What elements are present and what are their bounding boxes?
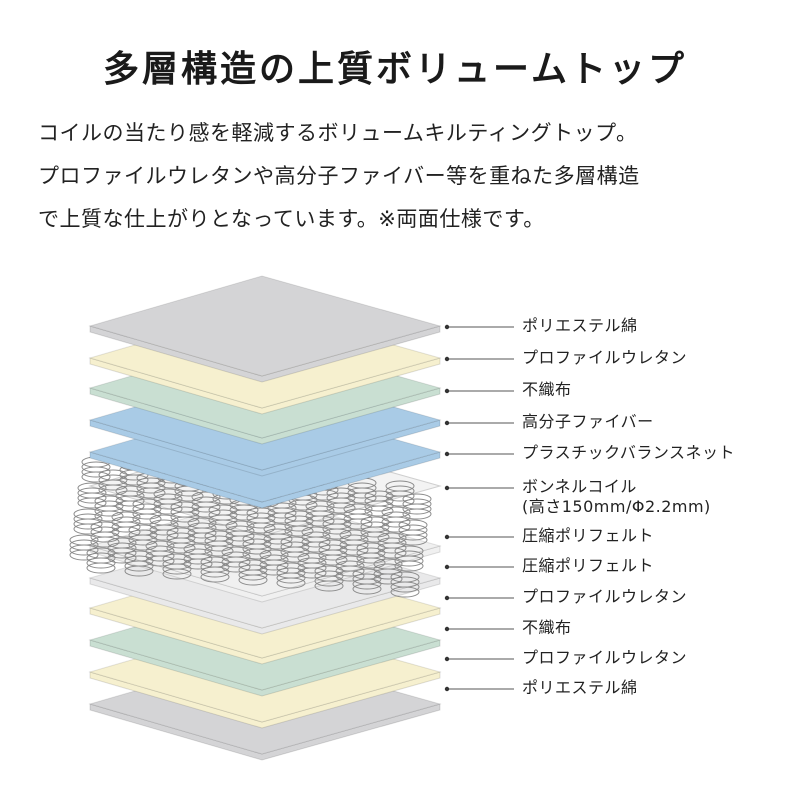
leader-balance-net [444,451,514,457]
page-title: 多層構造の上質ボリュームトップ [103,49,687,90]
leader-polyester-top [444,324,514,330]
layer-label-bonnell-coil-spec: (高さ150mm/Φ2.2mm) [522,497,711,516]
leader-lines [444,324,514,692]
layer-label-bonnell-coil: ボンネルコイル (高さ150mm/Φ2.2mm) [522,477,711,517]
layer-polyester-top [88,275,442,383]
leader-profile-urethane-2 [444,595,514,601]
leader-bonnell-coil [444,485,514,491]
description-line: コイルの当たり感を軽減するボリュームキルティングトップ。 [38,121,638,145]
layer-label-polyester-bottom: ポリエステル綿 [522,678,638,697]
description-line: で上質な仕上がりとなっています。※両面仕様です。 [38,207,545,231]
description-line: プロファイルウレタンや高分子ファイバー等を重ねた多層構造 [38,164,640,188]
layer-label-profile-urethane-3: プロファイルウレタン [522,648,688,667]
leader-profile-urethane-1 [444,356,514,362]
leader-nonwoven-1 [444,388,514,394]
leader-polyester-bottom [444,686,514,692]
layer-label-polymer-fiber: 高分子ファイバー [522,412,654,431]
leader-nonwoven-2 [444,626,514,632]
layer-label-polyester-top: ポリエステル綿 [522,316,638,335]
layer-label-nonwoven-1: 不織布 [522,380,572,399]
leader-profile-urethane-3 [444,656,514,662]
description: コイルの当たり感を軽減するボリュームキルティングトップ。 プロファイルウレタンや… [38,112,758,241]
layer-label-profile-urethane-2: プロファイルウレタン [522,587,688,606]
layer-label-profile-urethane-1: プロファイルウレタン [522,348,688,367]
layer-label-felt-2: 圧縮ポリフェルト [522,556,655,575]
leader-felt-2 [444,564,514,570]
layer-label-felt-1: 圧縮ポリフェルト [522,526,655,545]
layer-label-bonnell-coil-name: ボンネルコイル [522,477,637,496]
layer-label-nonwoven-2: 不織布 [522,618,572,637]
leader-felt-1 [444,534,514,540]
layer-stack [69,275,442,761]
leader-polymer-fiber [444,420,514,426]
layer-label-balance-net: プラスチックバランスネット [522,443,736,462]
